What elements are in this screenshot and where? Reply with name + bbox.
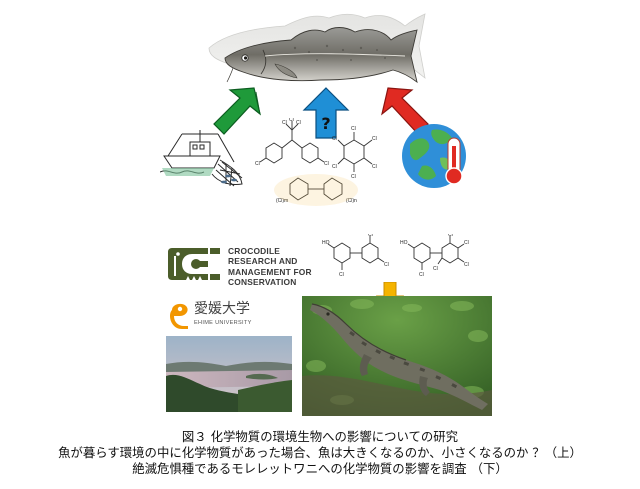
blue-arrow-icon: ? [302,87,350,139]
fishing-boat-icon [160,130,243,187]
svg-text:Cl: Cl [433,266,438,272]
svg-text:Cl: Cl [332,164,337,170]
globe-illustration [398,118,472,192]
fishing-boat-illustration [160,126,246,190]
crocodile-line-4: CONSERVATION [228,277,297,288]
crocodile-line-1: CROCODILE [228,246,281,256]
river-landscape-photo [166,336,292,412]
crocodile-logo-icon [168,248,220,280]
svg-text:Cl: Cl [339,272,344,278]
figure-caption-top-description: 魚が暮らす環境の中に化学物質があった場合、魚は大きくなるのか、小さくなるのか ？… [58,445,582,460]
crocodile-photo-image [302,296,492,416]
river-photo-image [166,336,292,412]
crocodile-line-2: RESEARCH AND [228,256,298,267]
svg-text:Cl: Cl [464,262,469,268]
cod-fish-illustration [205,4,427,100]
svg-text:Cl: Cl [332,136,337,142]
crocodile-line-3: MANAGEMENT FOR [228,266,312,277]
svg-text:Cl: Cl [372,164,377,170]
svg-text:Cl: Cl [464,240,469,246]
globe-thermometer-icon [402,124,466,188]
svg-text:Cl: Cl [384,262,389,268]
university-subtitle: EHIME UNIVERSITY [194,320,252,326]
svg-text:Cl: Cl [351,126,356,132]
svg-text:Cl: Cl [372,136,377,142]
svg-text:Cl: Cl [296,120,301,126]
svg-text:HO: HO [322,240,330,246]
figure-caption-title: 図３ 化学物質の環境生物への影響についての研究 [181,429,459,444]
svg-text:Cl: Cl [289,118,294,123]
university-logo: 愛媛大学 EHIME UNIVERSITY [168,300,278,330]
crocodile-logo-text: CROCODILE RESEARCH AND MANAGEMENT FOR CO… [228,246,318,288]
cod-fish-icon [208,13,426,84]
university-mark-icon [170,303,188,329]
svg-text:Cl: Cl [448,234,453,238]
green-arrow [208,84,264,140]
svg-text:Cl: Cl [368,234,373,238]
blue-arrow: ? [302,86,350,140]
green-arrow-icon [213,87,261,135]
figure-caption-bottom-description: 絶滅危惧種であるモレレットワニへの化学物質の影響を調査 （下） [132,461,508,476]
svg-text:(Cl)n: (Cl)n [346,198,357,204]
svg-text:HO: HO [400,240,408,246]
crocodile-logo [166,242,222,286]
question-mark: ? [321,114,330,133]
svg-text:Cl: Cl [351,174,356,180]
svg-text:(Cl)m: (Cl)m [276,198,288,204]
svg-text:Cl: Cl [324,161,329,167]
svg-text:Cl: Cl [255,161,260,167]
svg-text:Cl: Cl [282,120,287,126]
university-name: 愛媛大学 [194,301,250,317]
crocodile-photo [302,296,492,416]
svg-text:Cl: Cl [419,272,424,278]
